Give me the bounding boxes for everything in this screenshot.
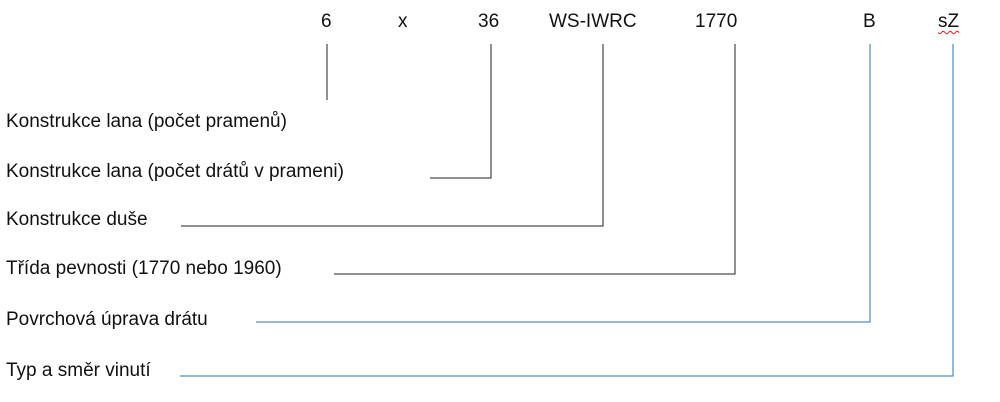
lay-connector: [180, 44, 954, 377]
core-connector: [181, 44, 604, 227]
label-wires: Konstrukce lana (počet drátů v prameni): [6, 160, 344, 184]
label-strands: Konstrukce lana (počet pramenů): [6, 110, 287, 134]
finish-connector: [256, 44, 871, 323]
label-strength: Třída pevnosti (1770 nebo 1960): [6, 257, 282, 281]
code-finish: B: [863, 11, 876, 32]
code-strands: 6: [321, 11, 332, 32]
code-wires: 36: [478, 11, 500, 32]
code-lay: sZ: [938, 11, 960, 32]
strength-connector: [334, 44, 736, 275]
code-strength: 1770: [695, 11, 738, 32]
wires-connector: [430, 44, 492, 179]
label-lay: Typ a směr vinutí: [6, 359, 151, 383]
code-times-sign: x: [398, 11, 408, 32]
label-finish: Povrchová úprava drátu: [6, 308, 208, 332]
code-core: WS-IWRC: [549, 11, 637, 32]
label-core: Konstrukce duše: [6, 208, 148, 232]
